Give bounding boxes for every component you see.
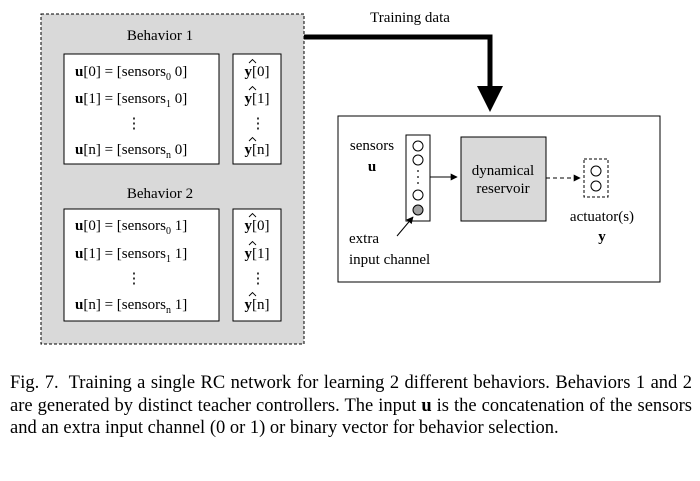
input-dot-2	[417, 182, 419, 184]
training-data-arrow	[304, 34, 493, 88]
behavior-1-output-row-1: y[1]	[245, 91, 270, 107]
training-data-arrowhead	[477, 86, 503, 112]
behavior-1-title: Behavior 1	[127, 28, 193, 44]
caption-text-2: is the concatenation of the sensors and …	[10, 395, 692, 439]
behavior-2-input-row-0: u[0] = [sensors0 1]	[75, 218, 187, 237]
reservoir-label-line2: reservoir	[476, 181, 529, 197]
rc-training-diagram: Behavior 1 u[0] = [sensors0 0] u[1] = [s…	[40, 10, 661, 345]
caption-text-1: Training a single RC network for learnin…	[10, 373, 693, 416]
figure-caption: Fig. 7.Training a single RC network for …	[10, 372, 692, 440]
caption-bold-u: u	[421, 395, 432, 416]
behavior-2-input-box	[63, 208, 220, 322]
behavior-2-output-vdots: ⋮	[251, 271, 266, 287]
sensors-symbol: u	[368, 159, 376, 175]
input-dot-0	[417, 170, 419, 172]
input-node-n	[412, 189, 424, 201]
actuator-node-1	[590, 180, 602, 192]
behavior-2-input-vdots: ⋮	[127, 271, 142, 287]
behavior-1-input-row-n: u[n] = [sensorsn 0]	[75, 142, 187, 161]
behavior-1-input-row-1: u[1] = [sensors1 0]	[75, 91, 187, 110]
behavior-2-input-row-n: u[n] = [sensorsn 1]	[75, 297, 187, 316]
behavior-2-hat-0	[248, 212, 257, 218]
extra-input-node	[412, 204, 424, 216]
behavior-2-output-box	[232, 208, 282, 322]
actuator-label: actuator(s)	[570, 209, 634, 225]
behavior-1-hat-0	[248, 58, 257, 64]
behavior-2-title: Behavior 2	[127, 186, 193, 202]
actuator-symbol: y	[598, 229, 606, 245]
behavior-2-output-row-n: y[n]	[245, 297, 270, 313]
extra-label-line1: extra	[349, 231, 379, 247]
actuator-node-0	[590, 165, 602, 177]
extra-input-arrow	[396, 216, 414, 237]
behavior-1-hat-1	[248, 85, 257, 91]
reservoir-label-line1: dynamical	[472, 163, 534, 179]
input-node-0	[412, 140, 424, 152]
behavior-1-input-row-0: u[0] = [sensors0 0]	[75, 64, 187, 83]
behavior-1-output-row-0: y[0]	[245, 64, 270, 80]
behavior-1-output-box	[232, 53, 282, 165]
behavior-1-input-box	[63, 53, 220, 165]
behavior-1-output-vdots: ⋮	[251, 116, 266, 132]
behavior-2-hat-n	[248, 291, 257, 297]
input-node-1	[412, 154, 424, 166]
figure-number: Fig. 7.	[10, 373, 59, 393]
input-dot-1	[417, 176, 419, 178]
behavior-1-output-row-n: y[n]	[245, 142, 270, 158]
extra-label-line2: input channel	[349, 252, 430, 268]
sensors-label: sensors	[350, 138, 394, 154]
dynamical-reservoir	[460, 136, 547, 222]
behavior-2-input-row-1: u[1] = [sensors1 1]	[75, 246, 187, 265]
behavior-2-hat-1	[248, 240, 257, 246]
behavior-2-output-row-1: y[1]	[245, 246, 270, 262]
behavior-1-hat-n	[248, 136, 257, 142]
behavior-2-output-row-0: y[0]	[245, 218, 270, 234]
training-data-label: Training data	[370, 10, 450, 26]
behavior-1-input-vdots: ⋮	[127, 116, 142, 132]
